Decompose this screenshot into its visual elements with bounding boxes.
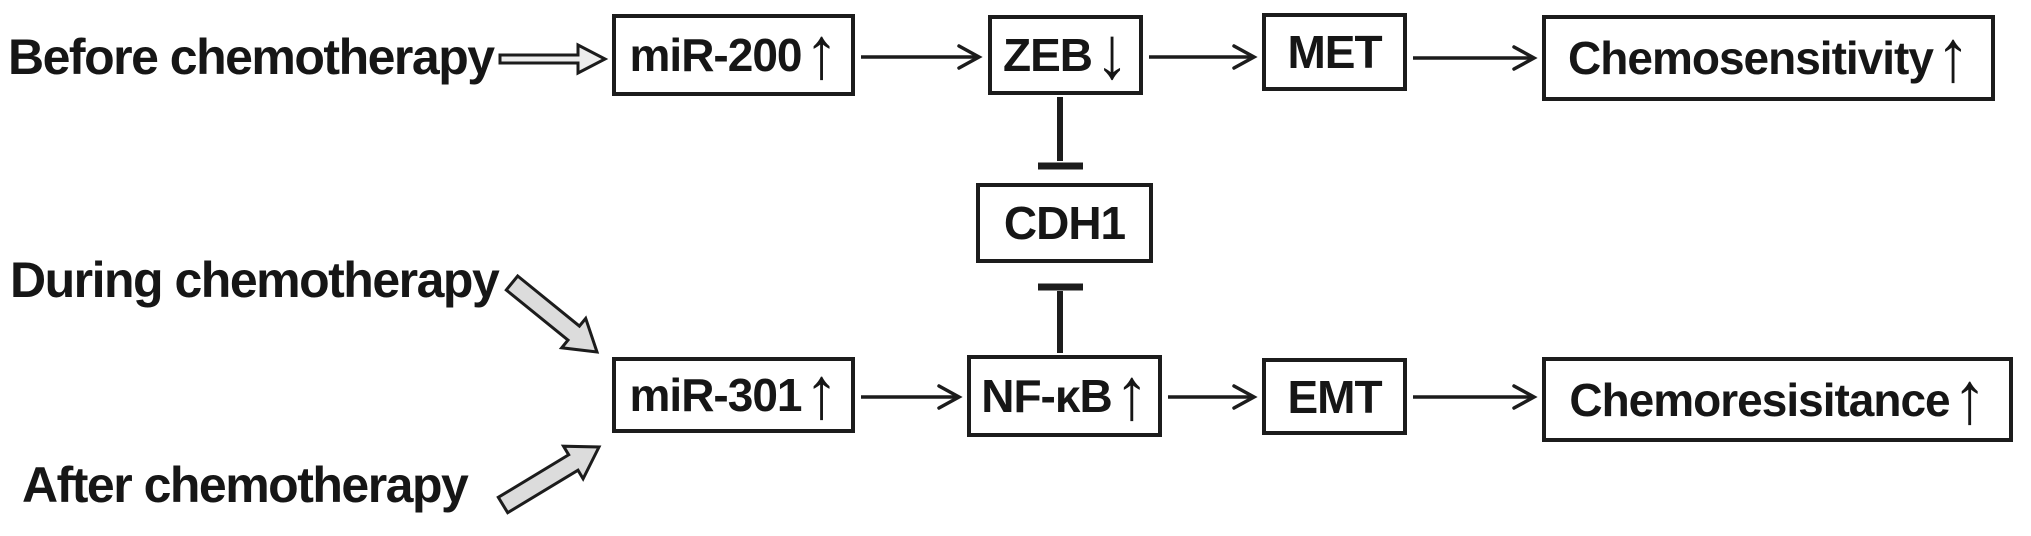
node-met: MET — [1262, 13, 1407, 91]
node-mir-301: miR-301 ↑ — [612, 357, 855, 433]
node-mir-200-label: miR-200 — [629, 29, 803, 81]
label-before-chemotherapy: Before chemotherapy — [8, 29, 495, 85]
node-emt-label: EMT — [1287, 370, 1382, 423]
node-chemosensitivity: Chemosensitivity ↑ — [1542, 15, 1995, 101]
label-after-chemotherapy: After chemotherapy — [22, 457, 469, 513]
node-cdh1: CDH1 — [976, 183, 1153, 263]
node-chemosensitivity-label: Chemosensitivity — [1568, 32, 1934, 84]
label-during-chemotherapy: During chemotherapy — [10, 252, 500, 308]
block-arrow-during-to-mir301 — [504, 273, 600, 354]
node-zeb-label: ZEB — [1003, 29, 1093, 81]
node-chemoresistance-label: Chemoresisitance — [1569, 373, 1950, 426]
node-zeb: ZEB ↓ — [988, 15, 1143, 95]
node-mir-200: miR-200 ↑ — [612, 14, 855, 96]
node-mir-301-label: miR-301 — [629, 369, 803, 421]
block-arrow-before-to-mir200 — [498, 42, 609, 76]
node-met-label: MET — [1287, 26, 1382, 78]
node-nf-kb: NF-κB ↑ — [967, 355, 1162, 437]
block-arrow-after-to-mir301 — [496, 444, 602, 515]
node-chemoresistance: Chemoresisitance ↑ — [1542, 357, 2013, 442]
node-emt: EMT — [1262, 358, 1407, 435]
node-cdh1-label: CDH1 — [1003, 197, 1126, 249]
node-nf-kb-label: NF-κB — [981, 370, 1113, 422]
